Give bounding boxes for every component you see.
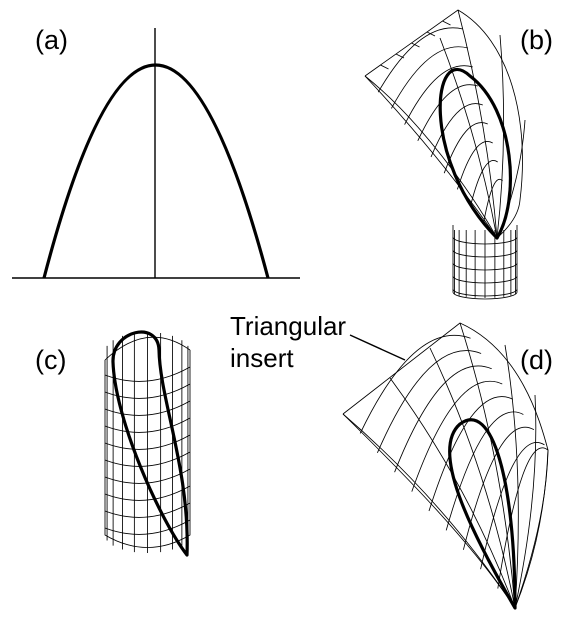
mesh-cross-line <box>445 411 524 531</box>
mesh-radial-line <box>459 322 516 609</box>
cylinder-ring <box>452 288 518 297</box>
mesh-cross-line <box>411 380 503 492</box>
insert-tick <box>380 64 389 70</box>
cylinder-ring <box>104 400 191 416</box>
annotation-line-1: Triangular <box>230 311 347 341</box>
mesh-cross-line <box>394 365 492 473</box>
panel-b-drawing <box>364 9 526 300</box>
mesh-radial-line <box>514 394 537 609</box>
mesh-outer-edge <box>342 322 549 451</box>
mesh-radial-line <box>429 347 516 609</box>
panel-b-label: (b) <box>520 25 553 55</box>
cylinder-ring <box>104 502 191 518</box>
cylinder-ring <box>452 236 518 245</box>
cylinder-ring <box>104 417 191 433</box>
panel-c-drawing <box>104 330 191 557</box>
mesh-cross-line <box>359 334 471 434</box>
mesh-outer-edge <box>364 9 523 201</box>
mesh-radial-line <box>364 75 498 239</box>
parabola-curve <box>42 63 270 279</box>
cylinder-ring <box>452 275 518 284</box>
cylinder-ring <box>104 485 191 501</box>
cylinder-outline <box>452 225 518 300</box>
mesh-cross-line <box>443 122 488 174</box>
cylinder-ring <box>104 434 191 450</box>
triangular-insert-leader-line <box>349 334 406 361</box>
mesh-cross-line <box>391 46 469 109</box>
panel-b-teardrop-outline <box>438 67 512 240</box>
cylinder-ring <box>452 262 518 271</box>
insert-tick <box>442 20 451 26</box>
mesh-cross-line <box>483 179 503 222</box>
mesh-left-edge <box>364 75 498 239</box>
panel-d-drawing <box>342 322 549 610</box>
mesh-radial-line <box>439 37 498 239</box>
mesh-cross-line <box>428 396 513 512</box>
mesh-cross-line <box>417 84 478 141</box>
panel-c-cut-outline <box>111 330 189 557</box>
mesh-cross-line <box>377 350 482 453</box>
panel-b-mesh <box>364 9 526 239</box>
panel-b-cylinder <box>452 225 518 300</box>
mesh-cross-line <box>462 426 535 550</box>
panel-d-mesh <box>342 322 549 609</box>
panel-d-teardrop-outline <box>448 418 517 610</box>
cylinder-ring <box>104 383 191 399</box>
mesh-radial-line <box>514 449 549 609</box>
mesh-radial-line <box>496 34 505 239</box>
mesh-radial-line <box>504 344 519 609</box>
panel-c-cylinder-grid <box>104 332 191 553</box>
mesh-cross-line <box>430 103 483 158</box>
mesh-radial-line <box>342 413 516 609</box>
mesh-cross-line <box>456 141 493 190</box>
cylinder-ring <box>104 519 191 535</box>
mesh-cross-line <box>470 160 498 206</box>
insert-tick <box>411 42 420 48</box>
mesh-cross-line <box>404 65 473 125</box>
mesh-cross-line <box>377 27 464 93</box>
insert-tick <box>395 53 405 59</box>
mesh-radial-line <box>457 9 498 239</box>
panel-a-label: (a) <box>35 25 68 55</box>
panel-d-label: (d) <box>520 345 553 375</box>
mesh-cross-line <box>480 442 545 570</box>
cylinder-ring <box>452 249 518 258</box>
panel-c-label: (c) <box>35 345 67 375</box>
mesh-cross-line <box>497 447 549 589</box>
insert-tick <box>426 31 436 37</box>
cylinder-ring <box>104 451 191 467</box>
panel-a-drawing <box>12 28 300 279</box>
annotation-line-2: insert <box>230 343 294 373</box>
